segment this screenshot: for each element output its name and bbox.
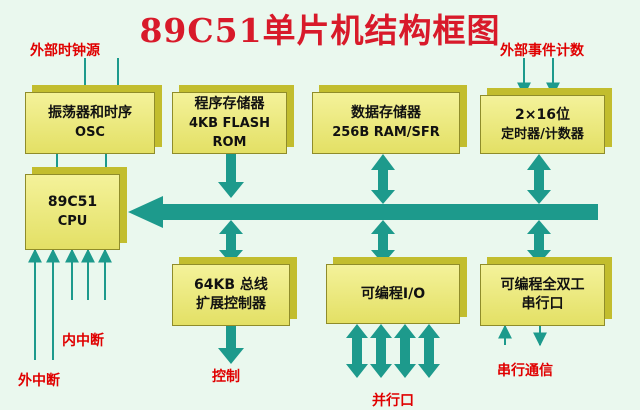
oscillator-line-2: OSC (75, 125, 105, 140)
uart-line-2: 串行口 (521, 296, 564, 312)
programmable-io-block: 可编程I/O (326, 264, 460, 324)
program-memory-block: 程序存储器 4KB FLASH ROM (172, 92, 287, 154)
timer-line-1: 2×16位 (515, 106, 570, 123)
oscillator-line-1: 振荡器和时序 (48, 105, 132, 121)
uart-block: 可编程全双工 串行口 (480, 264, 605, 326)
external-event-label: 外部事件计数 (500, 43, 584, 59)
diagram-title: 89C51单片机结构框图 (139, 11, 501, 50)
bus-connectors (218, 154, 551, 378)
bus-expansion-line-1: 64KB 总线 (194, 277, 268, 293)
bus-expansion-block: 64KB 总线 扩展控制器 (172, 264, 290, 326)
control-label: 控制 (212, 369, 240, 385)
internal-bus (128, 196, 598, 228)
external-clock-label: 外部时钟源 (30, 43, 100, 59)
cpu-line-1: 89C51 (47, 194, 98, 210)
cpu-block: 89C51 CPU (25, 174, 120, 250)
internal-interrupt-label: 内中断 (62, 333, 104, 349)
cpu-line-2: CPU (57, 214, 88, 229)
data-memory-line-1: 数据存储器 (351, 105, 421, 121)
program-memory-line-3: ROM (212, 134, 247, 150)
serial-comm-label: 串行通信 (497, 363, 553, 379)
bus-expansion-line-2: 扩展控制器 (196, 296, 266, 312)
program-memory-line-1: 程序存储器 (194, 95, 265, 112)
signal-lines (28, 58, 560, 360)
external-interrupt-label: 外中断 (18, 373, 60, 389)
timer-counter-block: 2×16位 定时器/计数器 (480, 95, 605, 154)
data-memory-block: 数据存储器 256B RAM/SFR (312, 92, 460, 154)
data-memory-line-2: 256B RAM/SFR (332, 125, 440, 140)
parallel-port-label: 并行口 (372, 393, 414, 409)
programmable-io-line-1: 可编程I/O (360, 285, 426, 302)
program-memory-line-2: 4KB FLASH (188, 115, 271, 131)
uart-line-1: 可编程全双工 (500, 277, 585, 293)
timer-line-2: 定时器/计数器 (501, 126, 584, 142)
oscillator-block: 振荡器和时序 OSC (25, 92, 155, 154)
